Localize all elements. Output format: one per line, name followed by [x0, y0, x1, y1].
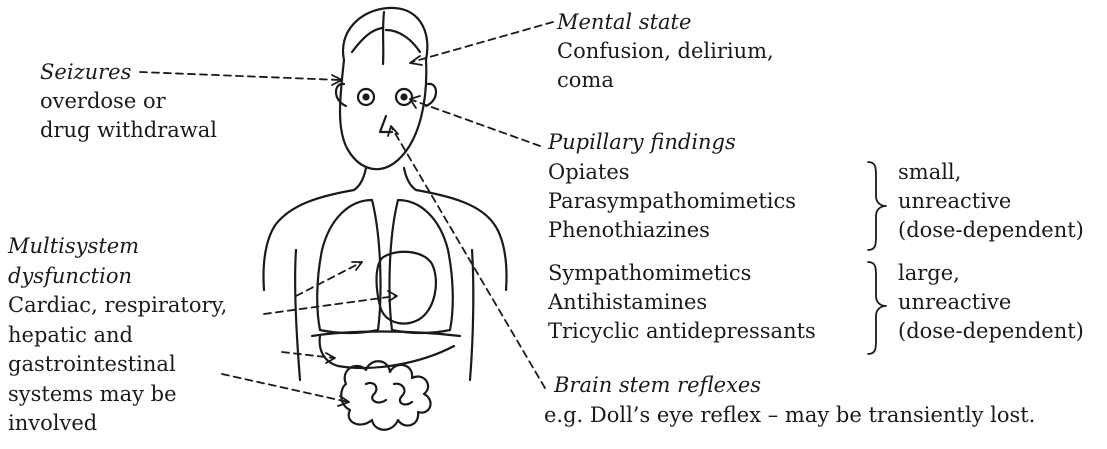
drug-opiates: Opiates	[548, 158, 796, 187]
brainstem-text: e.g. Doll’s eye reflex – may be transien…	[544, 400, 1035, 430]
multisystem-line-5: involved	[8, 409, 227, 439]
pupillary-group1-effect: small, unreactive (dose-dependent)	[898, 158, 1084, 245]
multisystem-heading-1: Multisystem	[8, 232, 227, 262]
pupillary-group1-drugs: Opiates Parasympathomimetics Phenothiazi…	[548, 158, 796, 245]
pupillary-group2-effect: large, unreactive (dose-dependent)	[898, 259, 1084, 346]
mental-state-label: Mental state Confusion, delirium, coma	[557, 8, 774, 95]
multisystem-pointer-lungs	[296, 262, 362, 296]
braces	[868, 162, 886, 354]
effect1-line-2: unreactive	[898, 187, 1084, 216]
pupillary-pointer	[412, 100, 540, 146]
pupillary-heading-label: Pupillary findings	[548, 128, 736, 157]
brace-group-1	[868, 162, 886, 250]
mental-state-heading: Mental state	[557, 8, 774, 37]
brainstem-label: Brain stem reflexes e.g. Doll’s eye refl…	[554, 370, 1035, 430]
multisystem-line-2: hepatic and	[8, 321, 227, 351]
drug-antihistamines: Antihistamines	[548, 288, 816, 317]
multisystem-line-1: Cardiac, respiratory,	[8, 291, 227, 321]
seizures-line-2: drug withdrawal	[40, 116, 217, 145]
head-outline	[336, 8, 436, 169]
brainstem-pointer	[392, 128, 545, 388]
effect1-line-3: (dose-dependent)	[898, 216, 1084, 245]
torso-outline	[264, 168, 507, 380]
seizures-label: Seizures overdose or drug withdrawal	[40, 58, 217, 145]
pupillary-heading: Pupillary findings	[548, 128, 736, 157]
mental-state-line-2: coma	[557, 66, 774, 95]
drug-phenothiazines: Phenothiazines	[548, 216, 796, 245]
multisystem-label: Multisystem dysfunction Cardiac, respira…	[8, 232, 227, 439]
drug-parasympathomimetics: Parasympathomimetics	[548, 187, 796, 216]
drug-sympathomimetics: Sympathomimetics	[548, 259, 816, 288]
brace-group-2	[868, 262, 886, 354]
multisystem-pointer-heart	[264, 296, 396, 314]
liver-icon	[312, 332, 460, 368]
multisystem-heading-2: dysfunction	[8, 262, 227, 292]
heart-icon	[377, 252, 436, 324]
mental-state-pointer	[412, 22, 553, 62]
eyes-icon	[358, 89, 412, 105]
pupillary-group2-drugs: Sympathomimetics Antihistamines Tricycli…	[548, 259, 816, 346]
multisystem-line-3: gastrointestinal	[8, 350, 227, 380]
seizures-line-1: overdose or	[40, 87, 217, 116]
effect1-line-1: small,	[898, 158, 1084, 187]
multisystem-line-4: systems may be	[8, 380, 227, 410]
intestines-icon	[341, 361, 430, 430]
seizures-heading: Seizures	[40, 58, 217, 87]
mental-state-line-1: Confusion, delirium,	[557, 37, 774, 66]
effect2-line-1: large,	[898, 259, 1084, 288]
effect2-line-2: unreactive	[898, 288, 1084, 317]
brainstem-heading: Brain stem reflexes	[554, 370, 1035, 400]
drug-tricyclic-antidepressants: Tricyclic antidepressants	[548, 317, 816, 346]
multisystem-pointer-gut	[222, 374, 348, 402]
effect2-line-3: (dose-dependent)	[898, 317, 1084, 346]
